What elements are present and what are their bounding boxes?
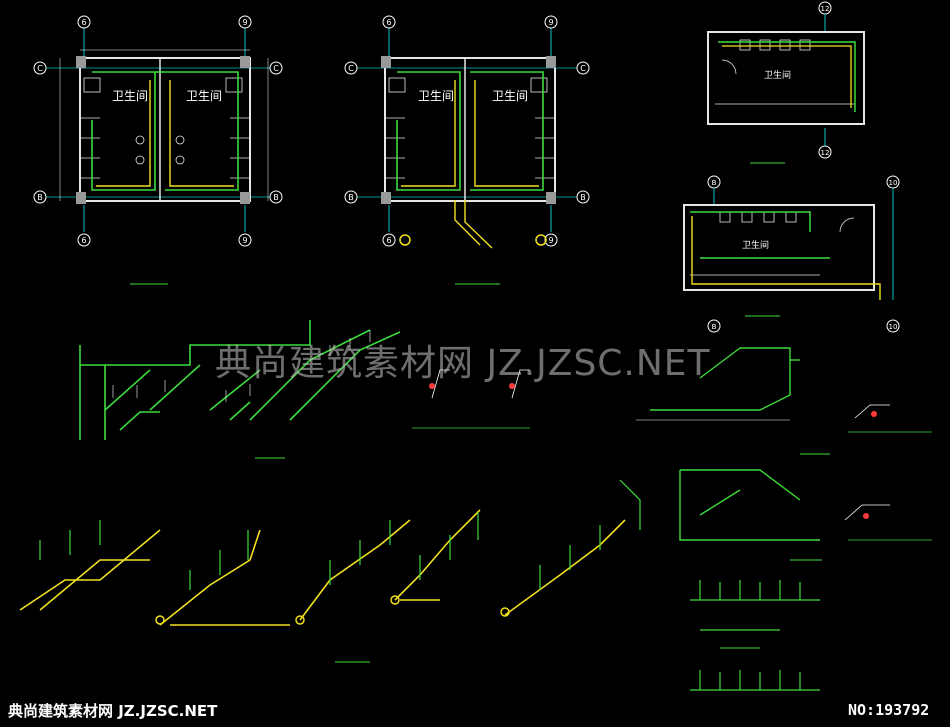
drainage-riser-markers (155, 595, 510, 625)
plan-a-room-label-left: 卫生间 (112, 89, 148, 103)
svg-text:6: 6 (81, 18, 86, 27)
plan-a-water-pipes (91, 71, 239, 191)
isometric-drainage-system-right (690, 580, 820, 691)
svg-text:6: 6 (386, 236, 391, 245)
svg-text:6: 6 (386, 18, 391, 27)
svg-text:12: 12 (821, 149, 830, 157)
svg-text:10: 10 (889, 179, 898, 187)
plan-b-room-label-left: 卫生间 (418, 89, 454, 103)
axis-bubble-9-bottom: 9 (238, 205, 252, 247)
axis-bubble-9-bottom-b: 9 (544, 205, 558, 247)
svg-text:10: 10 (889, 323, 898, 331)
plan-b-walls (384, 57, 556, 202)
svg-text:6: 6 (81, 236, 86, 245)
axis-bubble-b-top-d: B (707, 175, 721, 205)
isometric-water-supply-system-2 (650, 347, 800, 411)
isometric-water-supply-details-1 (112, 330, 371, 402)
svg-text:B: B (273, 193, 279, 202)
plan-d-water-pipes (690, 211, 830, 259)
isometric-drainage-vents (39, 479, 641, 590)
plan-b-toilet-layout: 6 9 C C B B 6 (344, 15, 590, 285)
plan-b-drain-pipes (401, 80, 539, 249)
plan-d-walls (683, 204, 875, 291)
axis-bubble-c-left-b: C (344, 61, 577, 75)
axis-bubble-c-right-b: C (576, 61, 590, 75)
isometric-water-supply-system-3 (679, 469, 820, 541)
axis-bubble-b-left-b: B (344, 190, 577, 204)
plan-a-toilet-layout: 6 9 C C B B 6 (33, 15, 283, 285)
svg-text:B: B (37, 193, 43, 202)
svg-text:9: 9 (548, 18, 553, 27)
plan-d-toilet-layout: B 10 B 10 卫生间 (683, 175, 900, 333)
axis-bubble-6-bottom-b: 6 (382, 205, 396, 247)
svg-text:9: 9 (242, 18, 247, 27)
axis-bubble-b-right-b: B (576, 190, 590, 204)
watermark-bottom-left: 典尚建筑素材网 JZ.JZSC.NET (8, 702, 218, 720)
detail-marks-right-top (848, 404, 932, 433)
axis-bubble-9-top-b: 9 (544, 15, 558, 58)
detail-marks-middle (412, 369, 530, 429)
detail-marks-right-bottom (844, 504, 932, 541)
plan-b-riser-left (399, 234, 411, 246)
svg-text:C: C (580, 64, 586, 73)
svg-text:B: B (712, 323, 717, 331)
plan-c-toilet-layout: 12 12 卫生间 (707, 1, 865, 164)
plan-b-riser-right (535, 234, 547, 246)
plan-d-drain-pipes (691, 216, 881, 300)
drawing-number: NO:193792 (848, 701, 930, 719)
plan-a-drain-pipes (96, 80, 234, 187)
axis-bubble-12-bottom: 12 (818, 128, 832, 159)
axis-bubble-12-top: 12 (818, 1, 832, 32)
axis-bubble-c-right: C (269, 61, 283, 75)
plan-b-water-pipes (396, 71, 544, 191)
plan-a-walls (79, 57, 251, 202)
svg-text:9: 9 (242, 236, 247, 245)
plan-c-walls (707, 31, 865, 125)
svg-text:C: C (273, 64, 279, 73)
axis-bubble-10-bottom: 10 (886, 319, 900, 333)
axis-bubble-9-top: 9 (238, 15, 252, 58)
plan-c-water-pipes (718, 41, 856, 112)
axis-bubble-b-right: B (269, 190, 283, 204)
svg-text:B: B (712, 179, 717, 187)
isometric-drainage-system-row (19, 509, 626, 626)
axis-bubble-b-bottom-d: B (707, 319, 721, 333)
plan-c-drain-pipes (722, 45, 852, 108)
plan-c-room-label: 卫生间 (764, 69, 791, 81)
svg-text:B: B (348, 193, 354, 202)
svg-text:C: C (37, 64, 43, 73)
svg-text:12: 12 (821, 5, 830, 13)
plan-d-room-label: 卫生间 (742, 239, 769, 251)
svg-text:B: B (580, 193, 586, 202)
axis-bubble-6-top-b: 6 (382, 15, 396, 58)
svg-text:9: 9 (548, 236, 553, 245)
axis-bubble-6-bottom: 6 (77, 205, 91, 247)
plan-a-room-label-right: 卫生间 (186, 89, 222, 103)
axis-bubble-10-top: 10 (886, 175, 900, 300)
watermark-center: 典尚建筑素材网 JZ.JZSC.NET (215, 343, 711, 384)
svg-text:C: C (348, 64, 354, 73)
axis-bubble-6-top: 6 (77, 15, 91, 58)
plan-b-room-label-right: 卫生间 (492, 89, 528, 103)
